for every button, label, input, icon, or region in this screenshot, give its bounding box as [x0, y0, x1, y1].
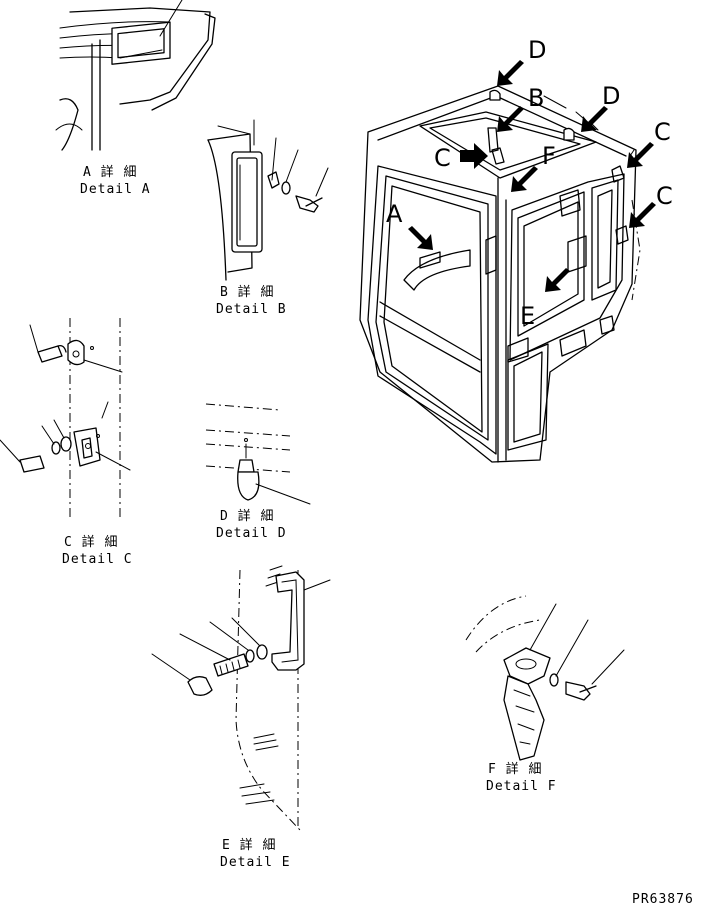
arrow-icon — [627, 142, 654, 168]
callout-d-top: D — [528, 36, 546, 64]
detail-a-title-en: Detail A — [80, 182, 151, 197]
callout-e: E — [520, 302, 535, 330]
arrow-icon — [511, 166, 538, 192]
detail-a-drawing — [55, 0, 216, 151]
callout-c-left: C — [434, 144, 451, 172]
callout-c-lower: C — [656, 182, 673, 210]
detail-c-title-jp: C 詳 細 — [64, 534, 118, 550]
detail-b-title-en: Detail B — [216, 302, 287, 317]
detail-e-drawing — [151, 565, 331, 831]
detail-d-title-jp: D 詳 細 — [220, 508, 274, 524]
arrow-icon — [581, 106, 608, 132]
arrow-icon — [460, 143, 488, 169]
callout-c-upper: C — [654, 118, 671, 146]
arrow-icon — [545, 268, 570, 292]
detail-e-title-jp: E 詳 細 — [222, 837, 276, 853]
detail-b-drawing — [207, 119, 329, 281]
arrow-icon — [408, 226, 433, 250]
callout-d-right: D — [602, 82, 620, 110]
detail-f-drawing — [465, 595, 625, 761]
callout-a: A — [386, 200, 403, 228]
detail-f-title-en: Detail F — [486, 779, 557, 794]
callout-f: F — [542, 142, 556, 170]
detail-a-title-jp: A 詳 細 — [83, 164, 137, 180]
detail-c-title-en: Detail C — [62, 552, 133, 567]
detail-c-drawing — [0, 318, 131, 520]
cab-assembly — [359, 85, 641, 463]
detail-e-title-en: Detail E — [220, 855, 291, 870]
arrow-icon — [629, 202, 656, 228]
detail-d-title-en: Detail D — [216, 526, 287, 541]
detail-b-title-jp: B 詳 細 — [220, 284, 274, 300]
callout-b: B — [528, 84, 544, 112]
arrow-icon — [497, 106, 524, 132]
cab-callout-arrows — [408, 60, 656, 292]
drawing-number: PR63876 — [632, 892, 694, 907]
arrow-icon — [497, 60, 524, 86]
detail-d-drawing — [205, 403, 311, 505]
detail-f-title-jp: F 詳 細 — [488, 761, 542, 777]
